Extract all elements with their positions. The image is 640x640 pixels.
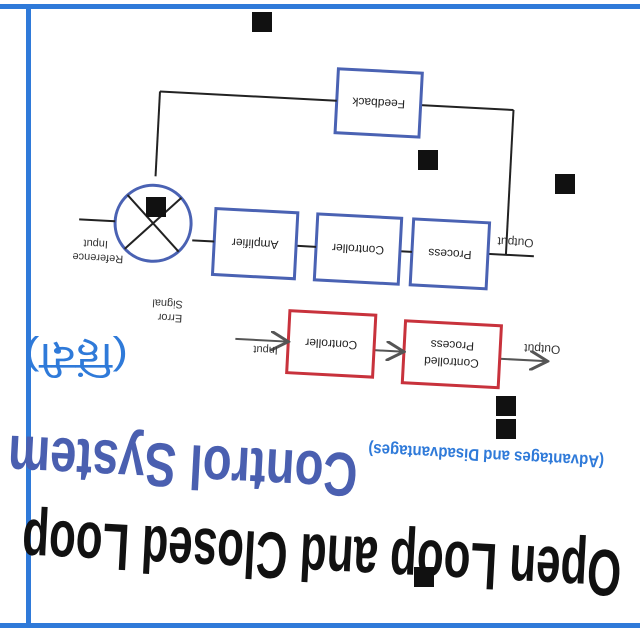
black-square-6 xyxy=(418,150,438,170)
feedback-to-summing-line xyxy=(154,91,161,177)
open-loop-diagram: Output Controlled Process Controller Inp… xyxy=(235,309,561,390)
feedback-right-line-1 xyxy=(420,104,514,111)
controlled-process-block xyxy=(400,319,503,390)
amplifier-block xyxy=(210,206,300,281)
error-signal-line2: Signal xyxy=(152,296,183,310)
controlled-process-line2: Process xyxy=(430,337,474,353)
title-line-2: Control System xyxy=(6,422,359,509)
reference-input-line xyxy=(79,218,116,223)
error-signal-line1: Error xyxy=(157,311,182,324)
amplifier-label: Amplifier xyxy=(231,235,278,251)
hindi-tag: (हिंदी) xyxy=(24,335,128,379)
black-square-3 xyxy=(496,396,516,416)
subtitle: (Advantages and Disadvantages) xyxy=(368,440,605,471)
link-controller-process xyxy=(399,250,412,253)
closed-loop-output-label: Output xyxy=(497,234,534,250)
black-square-1 xyxy=(252,12,272,32)
open-loop-output-arrow xyxy=(499,359,546,361)
black-square-4 xyxy=(496,419,516,439)
feedback-right-line-2 xyxy=(159,90,337,102)
summing-cross-2 xyxy=(124,196,183,250)
black-square-5 xyxy=(146,197,166,217)
closed-loop-diagram: Output Feedback Process Controller Ampl xyxy=(72,67,534,324)
feedback-label: Feedback xyxy=(351,95,405,112)
reference-input-line2: Input xyxy=(83,237,108,250)
open-loop-output-label: Output xyxy=(523,341,560,357)
open-loop-controller-label: Controller xyxy=(305,336,358,353)
reference-input-line1: Reference xyxy=(72,250,123,265)
feedback-down-line xyxy=(504,109,515,255)
link-summing-amplifier xyxy=(192,239,215,243)
open-loop-input-label: Input xyxy=(253,343,278,356)
output-line xyxy=(487,252,534,258)
link-amplifier-controller xyxy=(296,244,317,248)
open-loop-input-arrow xyxy=(235,339,286,342)
closed-loop-controller-label: Controller xyxy=(332,241,385,258)
open-loop-mid-arrow xyxy=(373,350,402,351)
controlled-process-line1: Controlled xyxy=(424,354,479,371)
process-label: Process xyxy=(428,246,472,262)
black-square-7 xyxy=(555,174,575,194)
title-line-1: Open Loop and Closed Loop xyxy=(20,505,623,610)
black-square-2 xyxy=(414,567,434,587)
